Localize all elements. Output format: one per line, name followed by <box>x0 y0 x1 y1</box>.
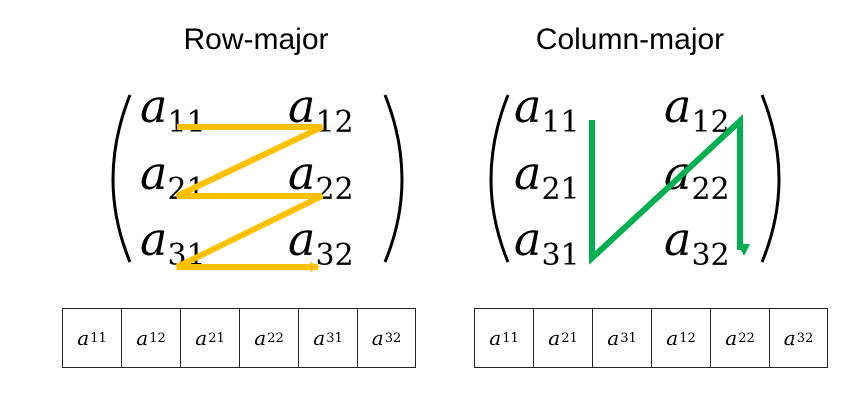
column-major-entry-a22: a22 <box>664 146 730 207</box>
column-major-entry-a31: a31 <box>514 212 580 273</box>
row-major-entry-a11: a11 <box>140 79 206 140</box>
right-paren-close <box>760 94 781 263</box>
right-paren-open <box>489 94 510 263</box>
left-paren-open <box>111 94 132 263</box>
column-major-entry-a12: a12 <box>664 79 730 140</box>
column-major-entry-a21: a21 <box>514 146 580 207</box>
column-major-traversal-arrow <box>589 114 750 265</box>
column-major-entry-a11: a11 <box>514 79 580 140</box>
row-major-entry-a32: a32 <box>288 212 354 273</box>
column-major-matrix: a11 a12 a21 a22 a31 a32 <box>489 79 781 273</box>
column-major-entry-a32: a32 <box>664 212 730 273</box>
column-major-title: Column-major <box>535 23 725 56</box>
row-major-entry-a22: a22 <box>288 146 354 207</box>
row-major-traversal-arrow <box>175 124 324 272</box>
left-paren-close <box>383 94 404 263</box>
row-major-title: Row-major <box>183 23 329 56</box>
row-major-entry-a31: a31 <box>140 212 206 273</box>
